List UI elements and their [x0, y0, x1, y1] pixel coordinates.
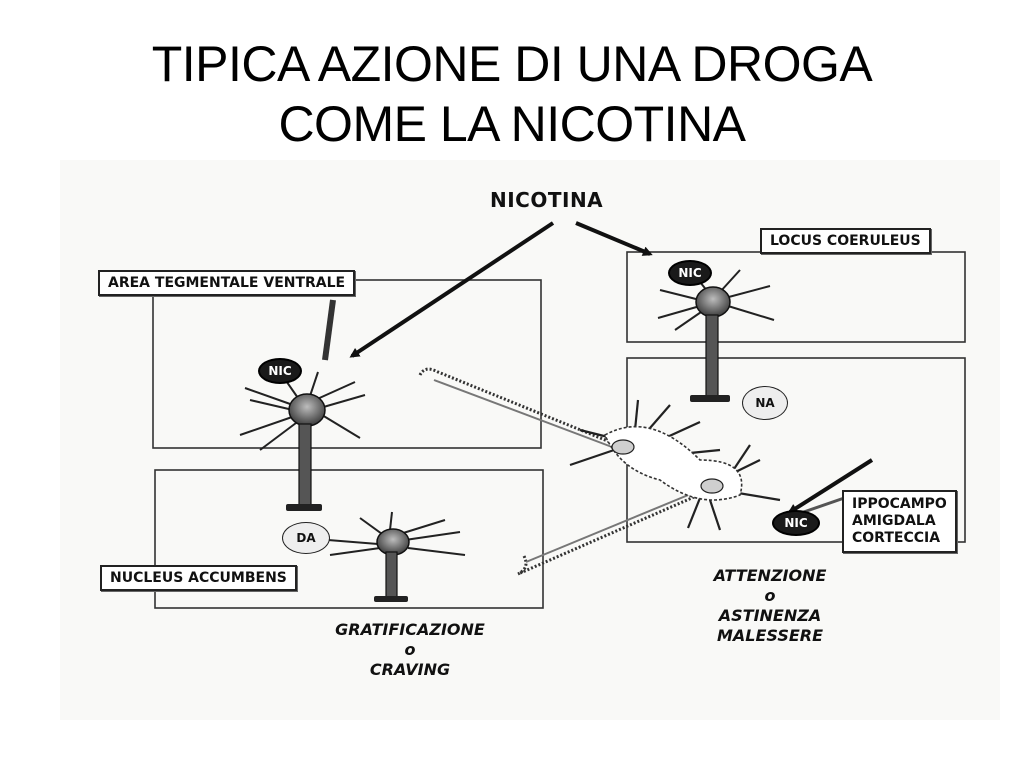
- noradrenaline-label: NA: [742, 386, 788, 420]
- reward-outcome-line-3: CRAVING: [369, 660, 451, 679]
- vta-region-box: [152, 279, 542, 449]
- nic-receptor-locus: NIC: [668, 260, 712, 286]
- reward-outcome-line-1: GRATIFICAZIONE: [335, 620, 485, 639]
- arrow-to-vta: [349, 221, 555, 358]
- nicotine-diagram: NICOTINA AREA TEGMENTALE VENTRALE NUCLEU…: [60, 160, 1000, 720]
- title-line-2: COME LA NICOTINA: [278, 96, 746, 152]
- nic-receptor-vta: NIC: [258, 358, 302, 384]
- arrow-to-targets: [787, 458, 874, 514]
- target-neuron: [418, 367, 781, 576]
- locus-region-label: LOCUS COERULEUS: [760, 228, 931, 254]
- arrow-to-locus: [575, 221, 653, 256]
- dopamine-label: DA: [282, 522, 330, 554]
- reward-outcome: GRATIFICAZIONE o CRAVING: [300, 620, 520, 680]
- attention-outcome-line-2: o: [764, 586, 776, 605]
- locus-neuron: [657, 269, 775, 402]
- nicotine-label: NICOTINA: [490, 188, 604, 212]
- target-region-3: CORTECCIA: [852, 530, 941, 546]
- reward-outcome-line-2: o: [404, 640, 416, 659]
- vta-region-label: AREA TEGMENTALE VENTRALE: [98, 270, 356, 296]
- vta-neuron: [239, 299, 366, 511]
- attention-outcome: ATTENZIONE o ASTINENZA MALESSERE: [670, 566, 870, 646]
- nacc-region-box: [154, 469, 544, 609]
- nacc-region-label: NUCLEUS ACCUMBENS: [100, 565, 297, 591]
- slide-title: TIPICA AZIONE DI UNA DROGA COME LA NICOT…: [0, 34, 1024, 154]
- target-regions-label: IPPOCAMPO AMIGDALA CORTECCIA: [842, 490, 957, 553]
- target-region-2: AMIGDALA: [852, 513, 936, 529]
- diagram-drawing: [152, 221, 966, 609]
- nacc-neuron: [327, 511, 466, 602]
- attention-outcome-line-4: MALESSERE: [716, 626, 824, 645]
- target-region-1: IPPOCAMPO: [852, 496, 947, 512]
- attention-outcome-line-1: ATTENZIONE: [713, 566, 827, 585]
- attention-outcome-line-3: ASTINENZA: [718, 606, 822, 625]
- nic-receptor-targets: NIC: [772, 510, 820, 536]
- title-line-1: TIPICA AZIONE DI UNA DROGA: [151, 36, 873, 92]
